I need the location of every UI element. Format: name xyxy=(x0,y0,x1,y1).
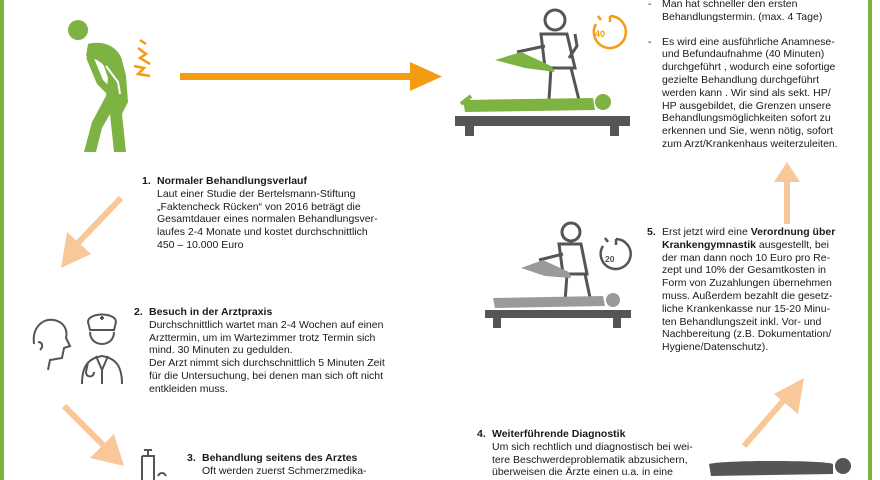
step-1-title: Normaler Behandlungsverlauf xyxy=(157,175,307,187)
step-1-block: 1. Normaler Behandlungsverlauf Laut eine… xyxy=(142,175,378,251)
arrow-down-left xyxy=(61,195,124,268)
step-3-title: Behandlung seitens des Arztes xyxy=(202,452,358,464)
back-pain-person-icon xyxy=(68,20,151,152)
patient-doctor-icon xyxy=(32,313,123,385)
therapist-treatment-icon xyxy=(455,8,630,136)
benefit-bullet-2: Es wird eine ausführliche Anamnese- und … xyxy=(648,36,838,151)
step-5-number: 5. xyxy=(647,226,656,238)
arrow-up-right xyxy=(774,162,800,224)
step-2-title: Besuch in der Arztpraxis xyxy=(149,306,273,318)
lying-patient-icon xyxy=(709,458,851,476)
step-2-number: 2. xyxy=(134,306,143,318)
fast-track-arrow xyxy=(180,62,442,91)
therapist-standard-icon xyxy=(485,221,631,328)
doctor-icon xyxy=(81,313,123,385)
timer-20-label: 20 xyxy=(605,254,615,264)
benefit-bullet-1: Man hat schneller den ersten Behandlungs… xyxy=(648,0,838,24)
step-4-number: 4. xyxy=(477,428,486,440)
timer-40-label: 40 xyxy=(595,29,606,39)
step-1-number: 1. xyxy=(142,175,151,187)
timer-20-icon xyxy=(599,237,632,271)
step-4-block: 4. Weiterführende Diagnostik Um sich rec… xyxy=(477,428,693,479)
step-4-title: Weiterführende Diagnostik xyxy=(492,428,626,440)
arrow-down-right xyxy=(61,403,124,466)
left-border xyxy=(0,0,4,480)
right-border xyxy=(868,0,872,480)
syringe-icon xyxy=(141,449,167,480)
timer-40-icon xyxy=(592,14,628,50)
step-3-number: 3. xyxy=(187,452,196,464)
fast-track-benefits: Man hat schneller den ersten Behandlungs… xyxy=(648,0,838,151)
step-2-block: 2. Besuch in der Arztpraxis Durchschnitt… xyxy=(134,306,385,395)
pain-flash-icon xyxy=(133,38,151,78)
arrow-up-to-step5 xyxy=(741,378,804,448)
patient-icon xyxy=(32,318,72,371)
step-5-block: 5. Erst jetzt wird eine Verordnung über … xyxy=(647,226,836,354)
step-3-block: 3. Behandlung seitens des Arztes Oft wer… xyxy=(187,452,367,477)
